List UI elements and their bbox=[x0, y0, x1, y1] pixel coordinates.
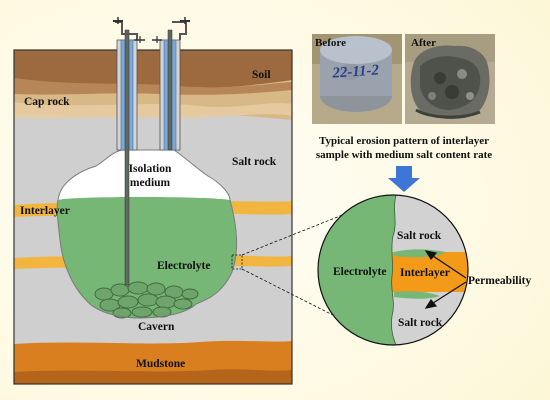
caption-line-2: sample with medium salt content rate bbox=[316, 149, 492, 161]
photo-after-label: After bbox=[411, 37, 436, 49]
photo-before-label: Before bbox=[315, 37, 346, 49]
isolation-medium bbox=[58, 150, 230, 200]
zoom-electrolyte bbox=[318, 195, 396, 345]
zoom-salt-rock-top-label: Salt rock bbox=[397, 230, 442, 242]
injection-well-right bbox=[152, 17, 190, 151]
mudstone-label: Mudstone bbox=[136, 358, 185, 370]
zoom-salt-rock-bottom-label: Salt rock bbox=[398, 317, 443, 329]
salt-rock-label: Salt rock bbox=[232, 156, 277, 168]
soil-label: Soil bbox=[252, 69, 271, 81]
cavern-label: Cavern bbox=[138, 321, 175, 333]
zoom-electrolyte-label: Electrolyte bbox=[333, 266, 386, 278]
zoom-interlayer-band bbox=[390, 252, 468, 292]
strata-cross-section bbox=[14, 50, 292, 384]
injection-well-left bbox=[113, 17, 145, 286]
photo-before: 22-11-2 Before bbox=[312, 34, 402, 124]
isolation-medium-label-1: Isolation bbox=[129, 163, 172, 175]
cavern-boulders bbox=[94, 281, 199, 319]
down-arrow-icon bbox=[388, 166, 420, 192]
permeability-arrows bbox=[424, 250, 467, 309]
isolation-medium-label-2: medium bbox=[130, 177, 171, 189]
soil-layer bbox=[14, 50, 292, 90]
zoom-source-box bbox=[231, 254, 243, 270]
interlayer-label: Interlayer bbox=[20, 205, 70, 217]
cap-rock-label: Cap rock bbox=[24, 96, 70, 108]
zoom-detail-circle bbox=[318, 195, 468, 345]
permeability-label: Permeability bbox=[468, 275, 531, 287]
zoom-interlayer-label: Interlayer bbox=[400, 267, 450, 279]
photo-after: After bbox=[405, 34, 495, 124]
electrolyte-label: Electrolyte bbox=[157, 260, 210, 272]
caption-line-1: Typical erosion pattern of interlayer bbox=[319, 135, 489, 147]
sample-marking: 22-11-2 bbox=[331, 62, 380, 81]
